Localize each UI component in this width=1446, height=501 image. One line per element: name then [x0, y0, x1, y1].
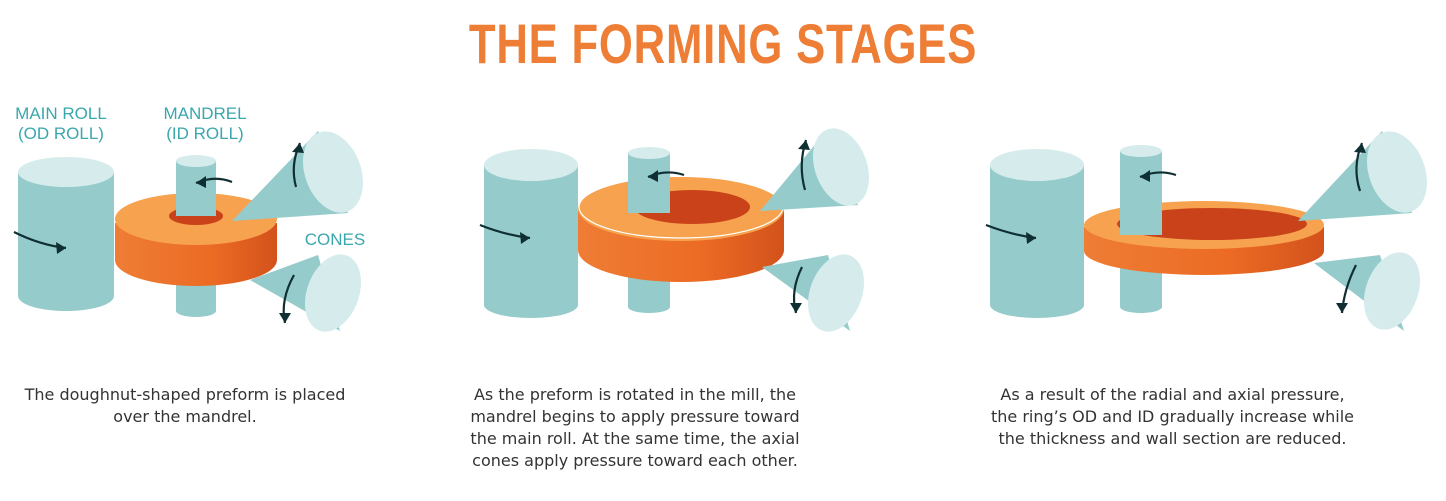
lower-cone [250, 254, 362, 332]
stage-2-illustration [479, 128, 870, 332]
stage-1-caption: The doughnut-shaped preform is placed ov… [24, 385, 346, 426]
stage-2-caption: As the preform is rotated in the mill, t… [470, 385, 800, 470]
main-roll-label-line1: MAIN ROLL [15, 104, 107, 123]
stage-1-illustration [13, 131, 363, 332]
ring-preform [115, 193, 277, 286]
mandrel-label-line1: MANDREL [163, 104, 247, 123]
mandrel-upper [176, 161, 216, 216]
main-roll-label-line2: (OD ROLL) [18, 124, 104, 143]
lower-cone [1314, 252, 1421, 331]
main-roll-cylinder [484, 149, 578, 318]
main-roll-label: MAIN ROLL (OD ROLL) [6, 104, 116, 144]
ring-preform [578, 175, 784, 282]
mandrel-label: MANDREL (ID ROLL) [150, 104, 260, 144]
stage-3-illustration [985, 131, 1427, 331]
upper-cone [232, 131, 363, 221]
upper-cone [1298, 131, 1427, 221]
mandrel-label-line2: (ID ROLL) [166, 124, 244, 143]
cones-label: CONES [304, 230, 366, 249]
upper-cone [760, 128, 870, 211]
main-roll-cylinder [990, 149, 1084, 318]
mandrel-upper [1120, 151, 1162, 235]
main-roll-cylinder [18, 157, 114, 311]
stage-3-caption: As a result of the radial and axial pres… [990, 385, 1355, 448]
page-title: THE FORMING STAGES [468, 12, 978, 75]
mandrel-upper [628, 153, 670, 213]
lower-cone [762, 254, 865, 332]
